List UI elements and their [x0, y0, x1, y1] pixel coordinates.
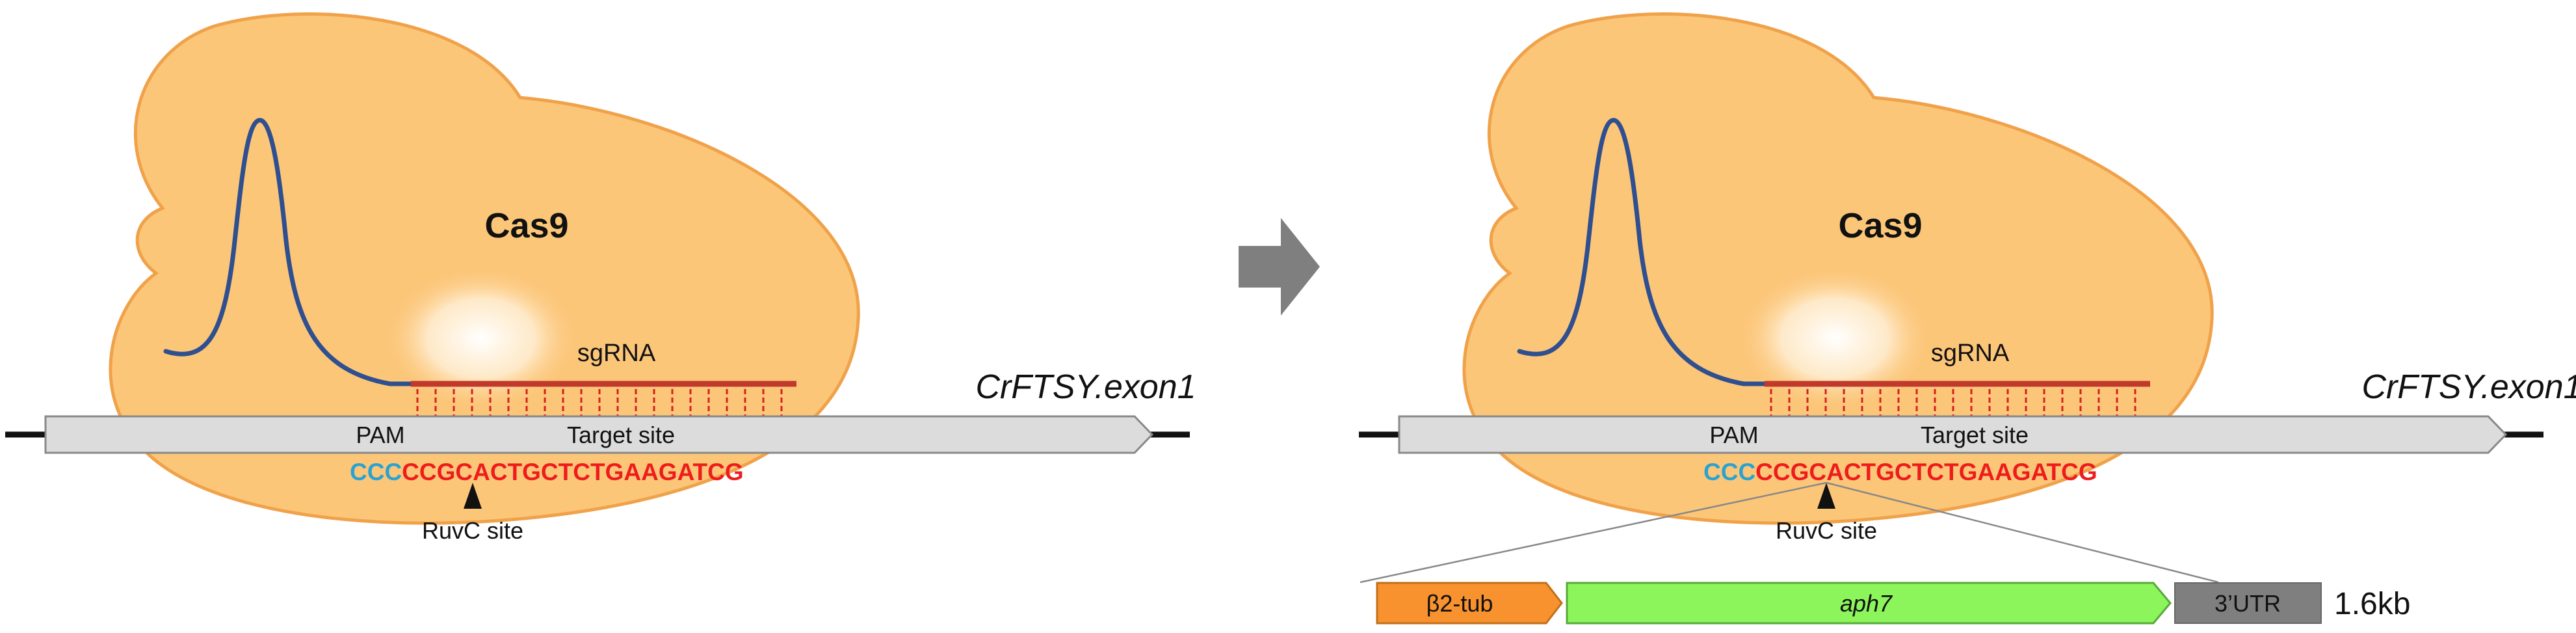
- insert-expansion-line-left: [1360, 481, 1827, 584]
- utr-block: [2174, 582, 2322, 624]
- panel-right: Cas9 sgRNA: [1359, 12, 2576, 584]
- insert-cassette: β2-tub aph7 3’UTR 1.6kb: [1376, 582, 2410, 625]
- target-site-label: Target site: [1921, 422, 2029, 448]
- promoter-label: β2-tub: [1426, 590, 1493, 617]
- dna-exon-arrow: [44, 415, 1154, 454]
- sgrna-scaffold-line: [1517, 118, 1769, 386]
- pam-sequence: CCC: [350, 459, 402, 485]
- cas9-label: Cas9: [484, 206, 568, 245]
- sgrna-label: sgRNA: [577, 340, 656, 367]
- insert-size-label: 1.6kb: [2334, 587, 2410, 621]
- base-pair-ticks: [1770, 389, 2136, 416]
- promoter-block: [1376, 582, 1563, 625]
- utr-label: 3’UTR: [2215, 590, 2281, 617]
- pam-label: PAM: [1709, 422, 1758, 448]
- target-sequence: CCGCACTGCTCTGAAGATCG: [402, 459, 743, 485]
- pam-sequence: CCC: [1703, 459, 1755, 485]
- dna-sequence: CCCCCGCACTGCTCTGAAGATCG: [350, 459, 744, 485]
- ruvc-site-label: RuvC site: [1776, 517, 1877, 544]
- target-sequence: CCGCACTGCTCTGAAGATCG: [1755, 459, 2097, 485]
- gene-label: CrFTSY.exon1: [2361, 368, 2576, 406]
- panel-left: Cas9 sgRNA: [5, 12, 1196, 544]
- ruvc-site-label: RuvC site: [422, 517, 523, 544]
- sgrna-scaffold-line: [163, 118, 415, 386]
- gene-cds-label: aph7: [1840, 590, 1893, 617]
- active-site-glow: [384, 267, 579, 410]
- active-site-glow: [1737, 267, 1932, 410]
- target-site-label: Target site: [567, 422, 675, 448]
- gene-block: [1566, 582, 2172, 625]
- sgrna-label: sgRNA: [1931, 340, 2010, 367]
- cut-site-marker: [1817, 483, 1835, 509]
- gene-label: CrFTSY.exon1: [975, 368, 1196, 406]
- cas9-label: Cas9: [1838, 206, 1922, 245]
- dna-sequence: CCCCCGCACTGCTCTGAAGATCG: [1703, 459, 2097, 485]
- insert-expansion-line-right: [1826, 481, 2219, 584]
- transition-arrow: [1239, 218, 1320, 316]
- base-pair-ticks: [416, 389, 783, 416]
- dna-exon-arrow: [1398, 415, 2508, 454]
- cut-site-marker: [464, 483, 482, 509]
- pam-label: PAM: [356, 422, 404, 448]
